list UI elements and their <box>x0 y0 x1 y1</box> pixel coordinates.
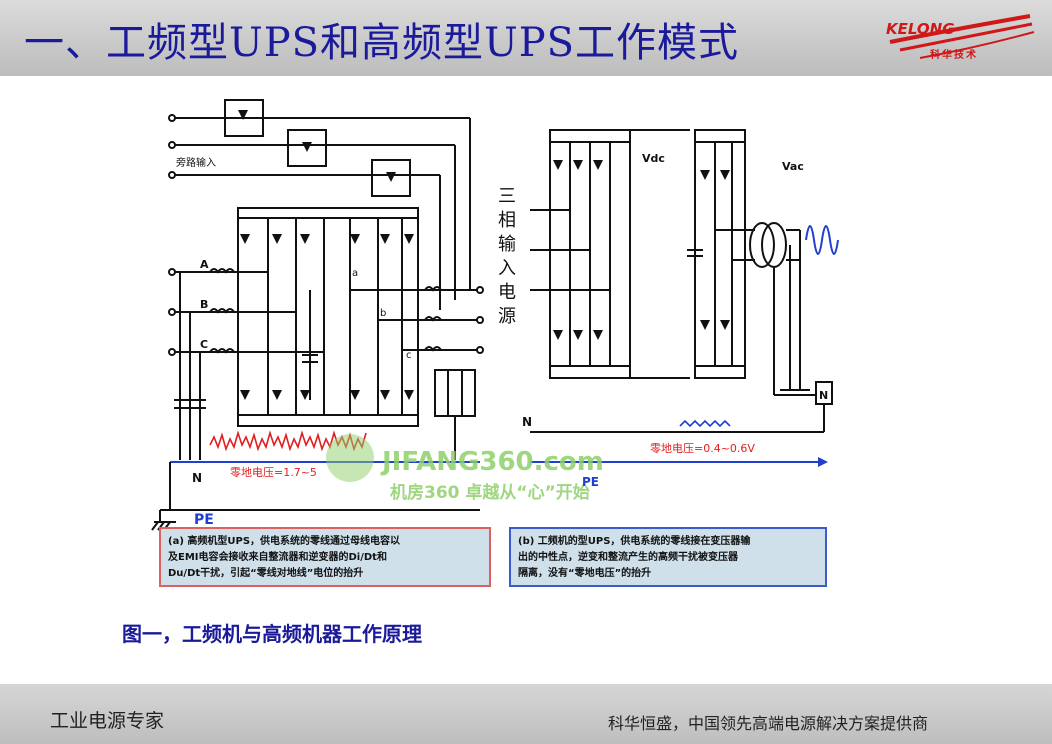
footer-right-text: 科华恒盛，中国领先高端电源解决方案提供商 <box>608 714 929 733</box>
note-right-line-3: 隔离，没有“零地电压”的抬升 <box>518 566 651 579</box>
svg-text:三: 三 <box>498 186 516 207</box>
left-circuit <box>151 99 480 531</box>
circuit-svg: 旁路输入 A B C a b c N 零地电压=1.7~5 PE (a) 高频机… <box>151 99 839 587</box>
left-switches <box>238 110 414 400</box>
logo-subtext: 科华技术 <box>930 50 978 61</box>
note-right-line-1: (b) 工频机的型UPS，供电系统的零线接在变压器输 <box>518 534 751 547</box>
note-left-line-2: 及EMI电容会接收来自整流器和逆变器的Di/Dt和 <box>168 550 387 563</box>
footer-left-text: 工业电源专家 <box>50 710 165 732</box>
svg-text:源: 源 <box>498 306 516 327</box>
svg-text:输: 输 <box>498 234 516 255</box>
three-phase-input-label: 三 相 输 入 电 源 <box>498 186 516 327</box>
neutral-label-left: N <box>192 471 202 485</box>
watermark: JIFANG360.com 机房360 卓越从“心”开始 <box>326 434 604 503</box>
note-box-right: (b) 工频机的型UPS，供电系统的零线接在变压器输 出的中性点，逆变和整流产生… <box>509 527 827 587</box>
node-b-label: b <box>380 308 386 319</box>
pe-label-left: PE <box>194 512 214 528</box>
node-a-label: a <box>352 268 358 279</box>
phase-b-label: B <box>200 298 208 311</box>
note-box-left: (a) 高频机型UPS，供电系统的零线通过母线电容以 及EMI电容会接收来自整流… <box>159 527 491 587</box>
header-bar: 一、工频型UPS和高频型UPS工作模式 KELONG 科华技术 <box>0 0 1052 76</box>
left-terminals <box>168 114 484 356</box>
svg-text:入: 入 <box>498 258 516 279</box>
node-c-label: c <box>406 350 412 361</box>
kelong-logo: KELONG 科华技术 <box>880 12 1040 68</box>
footer-bar: 工业电源专家 科华恒盛，中国领先高端电源解决方案提供商 <box>0 684 1052 744</box>
watermark-slogan: 机房360 卓越从“心”开始 <box>390 482 590 503</box>
zero-voltage-right: 零地电压=0.4~0.6V <box>650 442 755 455</box>
pe-label-mid: PE <box>582 475 599 489</box>
ac-sine-icon <box>805 225 839 255</box>
zero-voltage-left: 零地电压=1.7~5 <box>230 466 317 479</box>
note-right-line-2: 出的中性点，逆变和整流产生的高频干扰被变压器 <box>518 550 739 563</box>
svg-text:相: 相 <box>498 210 516 231</box>
n-box-label: N <box>819 389 828 402</box>
logo-text: KELONG <box>886 20 955 38</box>
figure-caption: 图一，工频机与高频机器工作原理 <box>122 622 422 646</box>
phase-c-label: C <box>200 338 208 351</box>
right-circuit <box>530 129 833 433</box>
vdc-label: Vdc <box>642 152 665 165</box>
bypass-label: 旁路输入 <box>176 156 216 169</box>
page-title: 一、工频型UPS和高频型UPS工作模式 <box>24 20 740 66</box>
neutral-label-right: N <box>522 415 532 429</box>
watermark-leaf-icon <box>326 434 374 482</box>
phase-a-label: A <box>200 258 209 271</box>
watermark-brand: JIFANG360.com <box>380 447 604 477</box>
svg-text:电: 电 <box>498 282 516 303</box>
note-left-line-1: (a) 高频机型UPS，供电系统的零线通过母线电容以 <box>168 534 400 547</box>
ups-circuit-diagram: 旁路输入 A B C a b c N 零地电压=1.7~5 PE (a) 高频机… <box>150 90 850 600</box>
vac-label: Vac <box>782 160 804 173</box>
logo-swoosh-icon <box>889 14 1035 59</box>
right-switches <box>553 160 730 340</box>
noise-waveform-right <box>679 419 731 428</box>
note-left-line-3: Du/Dt干扰，引起“零线对地线”电位的抬升 <box>168 566 363 579</box>
